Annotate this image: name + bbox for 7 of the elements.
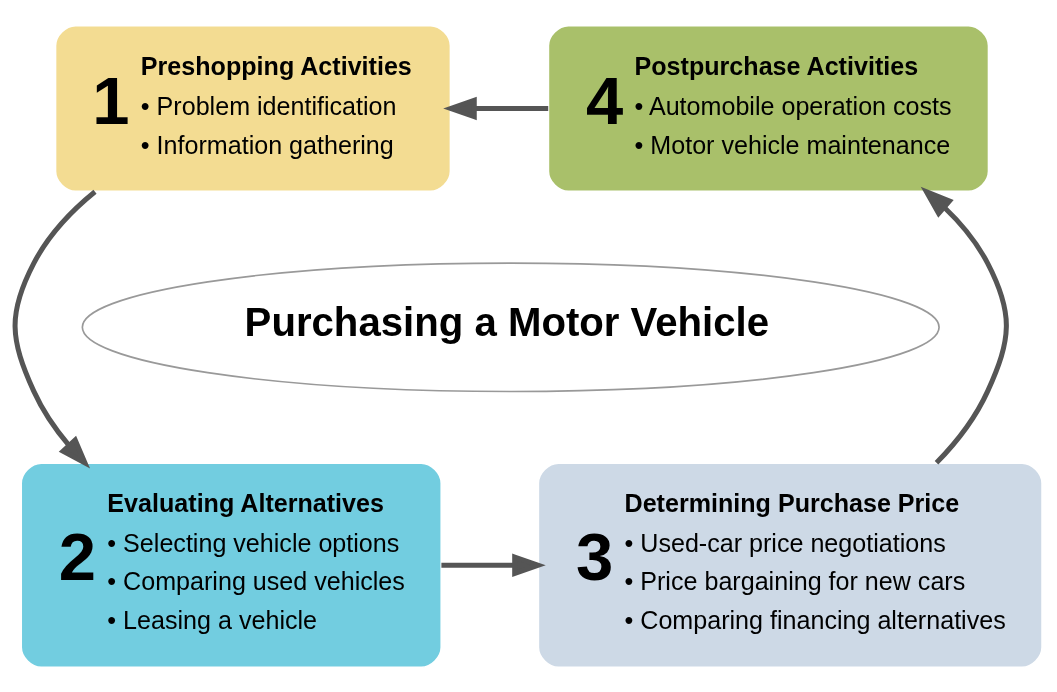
node-box: 2 Evaluating Alternatives • Selecting vehicle options • Comparing used vehicles • Leasing a vehicle — [20, 461, 443, 668]
arrow — [441, 552, 546, 577]
node-box: 3 Determining Purchase Price • Used-car price negotiations • Price bargaining for new cars • Comparing financing alternatives — [537, 461, 1043, 668]
arrow — [443, 96, 549, 120]
node-ellipse: Purchasing a Motor Vehicle — [81, 261, 940, 392]
arrow — [920, 186, 1009, 465]
arrow — [12, 189, 97, 468]
